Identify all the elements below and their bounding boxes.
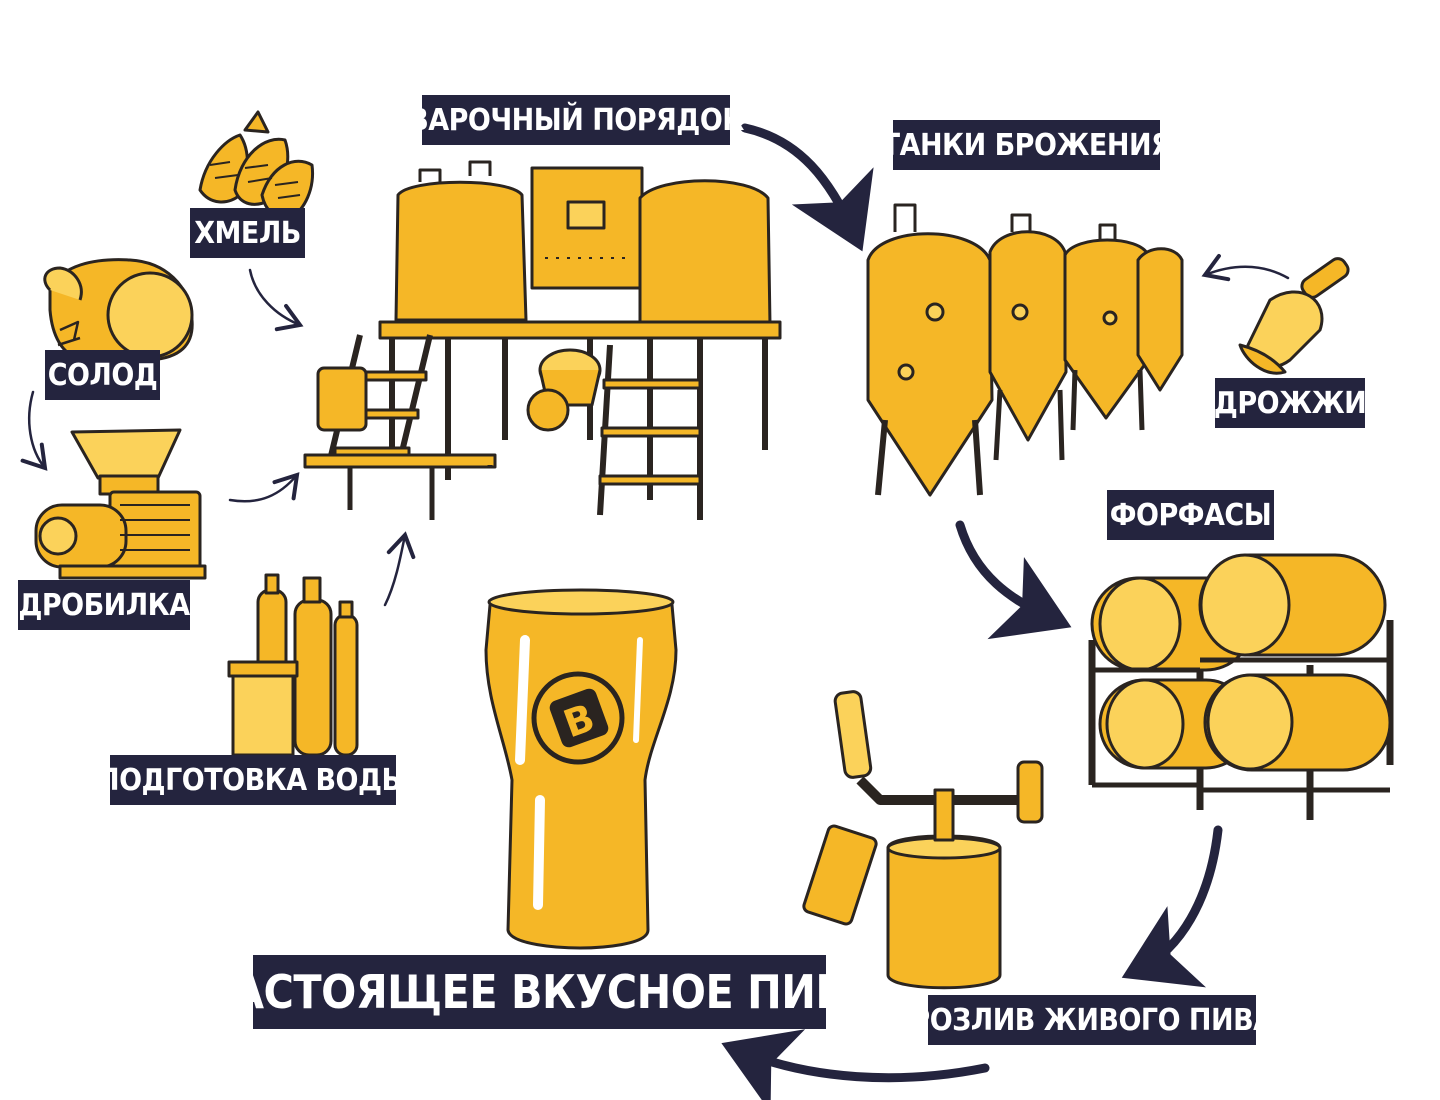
- bright-tanks-icon: [1088, 553, 1394, 820]
- label-malt: СОЛОД: [45, 350, 160, 400]
- beer-glass-icon: B: [484, 588, 678, 950]
- arrow-fermentation-to-bright-tanks: [955, 520, 1072, 640]
- label-live-beer-dispense: РОЗЛИВ ЖИВОГО ПИВА: [910, 995, 1274, 1045]
- arrow-malt-to-mill: [20, 390, 48, 471]
- label-brewhouse: ВАРОЧНЫЙ ПОРЯДОК: [408, 95, 744, 145]
- label-yeast: ДРОЖЖИ: [1214, 378, 1367, 428]
- fermentation-tanks-icon: [866, 203, 1184, 497]
- label-hops: ХМЕЛЬ: [190, 208, 305, 258]
- grain-mill-icon: [34, 428, 207, 580]
- label-real-tasty-beer: НАСТОЯЩЕЕ ВКУСНОЕ ПИВО: [198, 955, 882, 1029]
- label-water-treatment: ПОДГОТОВКА ВОДЫ: [97, 755, 409, 805]
- arrow-mill-to-brewhouse: [228, 472, 300, 503]
- label-bright-tanks: ФОРФАСЫ: [1107, 490, 1274, 540]
- yeast-scoop-icon: [1238, 257, 1350, 375]
- malt-sack-icon: [43, 258, 194, 362]
- beer-tap-keg-icon: [802, 690, 1044, 990]
- label-mill: ДРОБИЛКА: [18, 580, 190, 630]
- arrow-brewhouse-to-fermentation: [740, 123, 874, 252]
- water-treatment-icon: [227, 573, 359, 757]
- arrow-water-to-brewhouse: [383, 531, 416, 607]
- arrow-dispense-to-beer: [721, 1029, 990, 1100]
- arrow-bright-tanks-to-dispense: [1121, 825, 1223, 988]
- label-fermentation-tanks: ТАНКИ БРОЖЕНИЯ: [882, 120, 1172, 170]
- hops-icon: [198, 110, 315, 220]
- brewhouse-icon: [303, 160, 782, 520]
- arrow-yeast-to-fermentation: [1201, 253, 1290, 282]
- arrow-hops-to-brewhouse: [248, 268, 304, 332]
